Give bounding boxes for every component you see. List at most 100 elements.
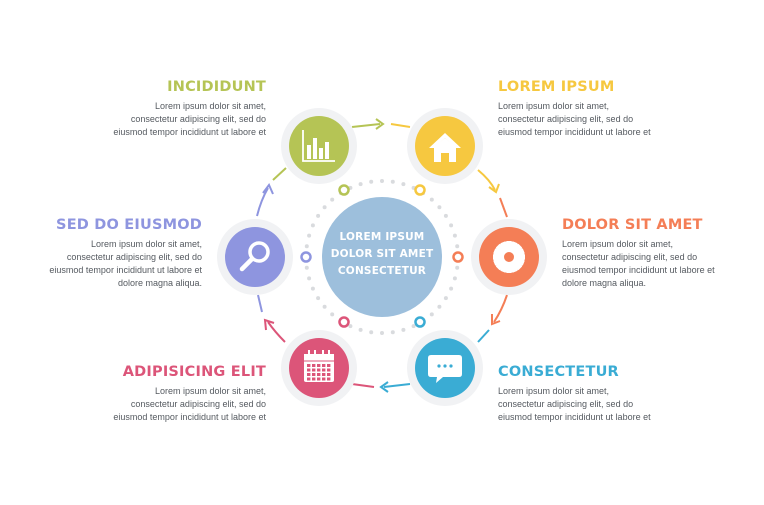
calendar-cell [307, 364, 311, 367]
ring-dot [316, 213, 321, 218]
description-line: Lorem ipsum dolor sit amet, [498, 101, 610, 111]
node-consectetur [407, 330, 483, 406]
arc-sed-start [257, 294, 263, 313]
ring-dot [304, 265, 309, 270]
calendar-cell [312, 373, 316, 376]
description-line: dolore magna aliqua. [562, 278, 647, 288]
arrowhead-consectetur-to-adipisicing [379, 381, 389, 393]
arrowhead-incididunt-to-lorem [375, 118, 385, 130]
calendar-cell [322, 368, 326, 372]
ring-dot [443, 213, 448, 218]
calendar-cell [307, 368, 311, 372]
calendar-cell [317, 364, 321, 367]
calendar-icon [304, 350, 334, 382]
ring-dot [437, 304, 442, 309]
calendar-cell [312, 368, 316, 372]
label-incididunt: INCIDIDUNT Lorem ipsum dolor sit amet, c… [26, 79, 266, 139]
ring-dot [443, 296, 448, 301]
label-adipisicing-elit: ADIPISICING ELIT Lorem ipsum dolor sit a… [26, 364, 266, 424]
ring-dot [322, 304, 327, 309]
ring-dot [304, 244, 309, 249]
calendar-cell [327, 364, 331, 367]
description-line: eiusmod tempor incididunt ut labore et [113, 127, 266, 137]
ring-dot [316, 296, 321, 301]
ring-marker-yellow [414, 184, 426, 196]
step-description: Lorem ipsum dolor sit amet, consectetur … [498, 385, 738, 424]
ring-dot [401, 182, 406, 187]
description-line: eiusmod tempor incididunt ut labore et [562, 265, 715, 275]
calendar-cell [327, 373, 331, 376]
arc-consectetur-to-adipisicing [383, 383, 411, 388]
description-line: Lorem ipsum dolor sit amet, [498, 386, 610, 396]
ring-marker-pink [338, 316, 350, 328]
arc-lorem-to-dolor [477, 169, 496, 191]
step-title: SED DO EIUSMOD [56, 217, 202, 233]
chat-bubble-icon [428, 355, 462, 383]
ring-dot [455, 265, 460, 270]
description-line: Lorem ipsum dolor sit amet, [154, 101, 266, 111]
step-description: Lorem ipsum dolor sit amet, consectetur … [498, 100, 738, 139]
ring-dot [452, 233, 457, 238]
node-adipisicing-elit [281, 330, 357, 406]
description-line: Lorem ipsum dolor sit amet, [562, 239, 674, 249]
calendar-cell [322, 373, 326, 376]
description-line: eiusmod tempor incididunt ut labore et [113, 412, 266, 422]
node-incididunt [281, 108, 357, 184]
description-line: Lorem ipsum dolor sit amet, [154, 386, 266, 396]
arc-adipisicing-to-sed [267, 321, 286, 343]
description-line: eiusmod tempor incididunt ut labore et [498, 127, 651, 137]
ring-dot [429, 312, 434, 317]
ring-dot [369, 330, 374, 335]
center-label: LOREM IPSUM DOLOR SIT AMET CONSECTETUR [322, 229, 442, 280]
bar-chart-icon [302, 130, 335, 162]
ring-dot [390, 179, 395, 184]
ring-dot [455, 244, 460, 249]
ring-dot [449, 223, 454, 228]
description-line: eiusmod tempor incididunt ut labore et [49, 265, 202, 275]
gear-icon [493, 241, 525, 273]
arc-adipisicing-start [351, 383, 375, 388]
calendar-cell [317, 368, 321, 372]
label-dolor-sit-amet: DOLOR SIT AMET Lorem ipsum dolor sit ame… [562, 217, 764, 290]
step-description: Lorem ipsum dolor sit amet, consectetur … [562, 238, 764, 290]
calendar-cell [322, 377, 326, 381]
center-line: LOREM IPSUM [339, 231, 425, 243]
magnifier-icon [239, 241, 270, 272]
arrowhead-dolor-to-consectetur [491, 314, 501, 326]
arc-dolor-to-consectetur [493, 294, 508, 323]
ring-dot [369, 179, 374, 184]
arrowhead-lorem-to-dolor [488, 183, 500, 194]
ring-marker-purple [300, 251, 312, 263]
arc-incididunt-start [272, 167, 287, 181]
ring-dot [358, 182, 363, 187]
ring-dot [322, 205, 327, 210]
step-title: DOLOR SIT AMET [562, 217, 703, 233]
ring-dot [380, 179, 384, 183]
house-icon [429, 133, 461, 162]
ring-marker-blue [414, 316, 426, 328]
calendar-cell [327, 368, 331, 372]
node-dolor-sit-amet [471, 219, 547, 295]
description-line: consectetur adipiscing elit, sed do [130, 399, 266, 409]
label-consectetur: CONSECTETUR Lorem ipsum dolor sit amet, … [498, 364, 738, 424]
description-line: consectetur adipiscing elit, sed do [498, 399, 634, 409]
ring-dot [449, 286, 454, 291]
ring-dot [411, 324, 416, 329]
ring-dot [330, 197, 335, 202]
calendar-cell [327, 377, 331, 381]
ring-marker-orange [452, 251, 464, 263]
ring-dot [401, 327, 406, 332]
ring-dot [429, 197, 434, 202]
description-line: consectetur adipiscing elit, sed do [130, 114, 266, 124]
ring-dot [437, 205, 442, 210]
center-line: CONSECTETUR [337, 265, 427, 277]
ring-dot [310, 286, 315, 291]
ring-dot [380, 331, 384, 335]
ring-dot [330, 312, 335, 317]
description-line: consectetur adipiscing elit, sed do [66, 252, 202, 262]
ring-dot [310, 223, 315, 228]
center-circle [322, 197, 442, 317]
ring-dot [452, 276, 457, 281]
